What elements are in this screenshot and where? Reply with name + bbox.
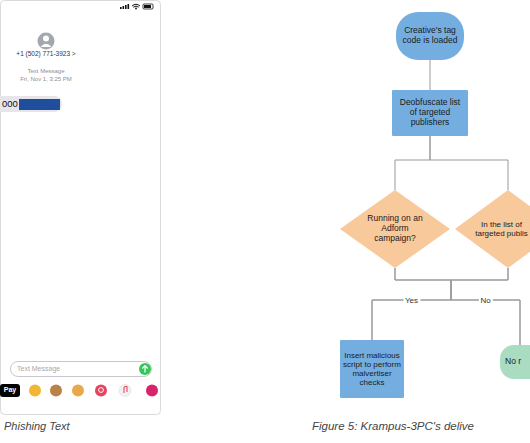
node-text: Insert malicious script to perform malve…	[343, 351, 401, 388]
node-text-area: In the list of targeted publis	[473, 190, 530, 268]
battery-symbol	[143, 4, 153, 9]
app-icon	[95, 385, 107, 397]
wifi-symbol	[135, 8, 137, 10]
avatar-body	[41, 44, 52, 47]
node-text-area: Creative's tag code is loaded	[396, 12, 464, 60]
node-text: 000	[2, 99, 18, 110]
node-text: No r	[505, 357, 521, 367]
node-text-area: Pay	[0, 384, 20, 397]
flow-connector	[430, 60, 431, 90]
phone-number: +1 (502) 771-3923 >	[0, 50, 106, 57]
message-input: Text Message	[10, 361, 152, 377]
app-icons	[29, 385, 158, 397]
redaction-bar	[19, 99, 60, 110]
process-box: Deobfuscate list of targeted publishers	[392, 90, 468, 136]
edge-label: Yes	[403, 296, 420, 305]
search-symbol	[99, 388, 104, 393]
flow-connector	[372, 268, 508, 340]
node-text-area: Running on an Adform campaign?	[362, 190, 428, 268]
node-text: In the list of targeted publis	[473, 220, 530, 238]
signal-bar	[120, 7, 122, 9]
flow-connector	[395, 268, 520, 345]
app-icon	[50, 385, 62, 397]
node-text: Deobfuscate list of targeted publishers	[397, 98, 463, 127]
send-button	[139, 363, 151, 375]
node-text-area: No r	[500, 345, 530, 379]
node-text-area: Deobfuscate list of targeted publishers	[392, 90, 468, 136]
figure-caption: Phishing Text	[4, 420, 154, 432]
message-type: Text Message	[0, 68, 96, 74]
flow-connector	[451, 268, 520, 345]
status-icons	[120, 4, 153, 9]
end-terminator: No r	[500, 345, 530, 379]
phone-screen	[1, 1, 161, 415]
send-arrow	[142, 366, 147, 373]
node-text: Creative's tag code is loaded	[402, 26, 458, 46]
process-box: Insert malicious script to perform malve…	[340, 340, 404, 398]
signal-bar	[128, 4, 130, 9]
node-text: Running on an Adform campaign?	[362, 214, 428, 243]
music-symbol	[124, 386, 127, 393]
contact-avatar	[38, 33, 55, 50]
decision-diamond: In the list of targeted publis	[455, 190, 530, 268]
app-icon: Pay	[0, 384, 20, 397]
signal-bar	[125, 5, 127, 9]
node-text-area: Text Message	[11, 362, 151, 376]
app-icon	[119, 385, 131, 397]
node-text: Pay	[4, 386, 16, 394]
edge-label: No	[478, 296, 492, 305]
start-terminator: Creative's tag code is loaded	[396, 12, 464, 60]
message-date: Fri, Nov 1, 3:25 PM	[0, 76, 96, 82]
flow-connector	[372, 268, 451, 340]
signal-bar	[123, 6, 125, 9]
avatar-head	[43, 36, 49, 42]
figure-caption: Figure 5: Krampus-3PC's delive	[312, 420, 530, 432]
battery-level	[144, 5, 151, 8]
node-text-area: Insert malicious script to perform malve…	[340, 340, 404, 398]
app-icon	[29, 385, 41, 397]
flow-connector	[395, 136, 430, 190]
diamond-shape	[455, 190, 530, 268]
app-icon	[146, 385, 158, 397]
node-text: Text Message	[17, 365, 60, 373]
decision-diamond: Running on an Adform campaign?	[340, 190, 450, 268]
flow-connector	[430, 136, 508, 190]
wifi-symbol	[132, 4, 140, 7]
diamond-shape	[340, 190, 450, 268]
app-icon	[72, 385, 84, 397]
avatar-circle	[38, 33, 55, 50]
